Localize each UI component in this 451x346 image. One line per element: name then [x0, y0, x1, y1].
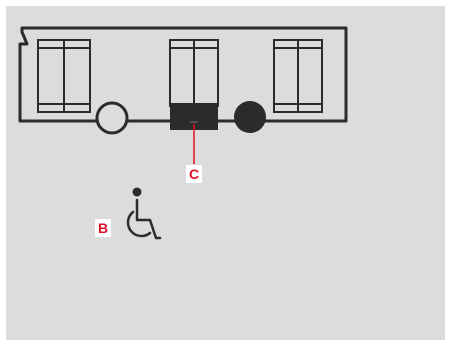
rear-wheel	[234, 101, 266, 133]
label-b: B	[95, 219, 111, 237]
label-c: C	[186, 165, 202, 183]
wheelchair-accessibility-icon	[128, 188, 160, 239]
front-wheel	[97, 103, 127, 133]
front-door	[38, 40, 90, 112]
middle-door	[170, 40, 218, 106]
rear-door	[274, 40, 322, 112]
